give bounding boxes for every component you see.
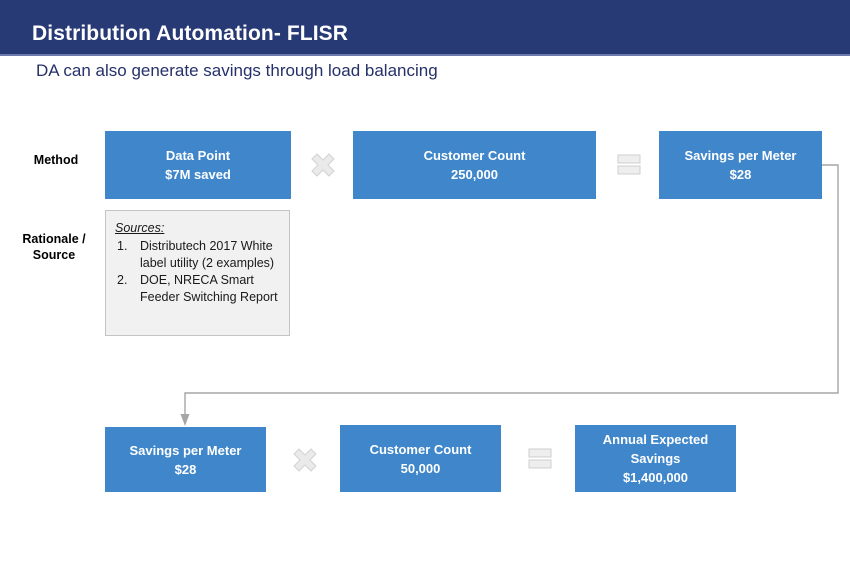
box-customer-count-top[interactable]: Customer Count 250,000 [353, 131, 596, 199]
box-savings-per-meter-top-title: Savings per Meter [684, 148, 797, 163]
box-customer-count-bottom[interactable]: Customer Count 50,000 [340, 425, 501, 492]
equals-icon-bottom [523, 444, 557, 474]
box-customer-count-top-value: 250,000 [451, 167, 498, 182]
box-data-point-value: $7M saved [165, 167, 231, 182]
box-annual-expected-savings-line1: Annual Expected [602, 432, 709, 447]
sources-title: Sources: [115, 221, 165, 235]
box-annual-expected-savings[interactable]: Annual Expected Savings $1,400,000 [575, 425, 736, 492]
subtitle: DA can also generate savings through loa… [36, 61, 438, 80]
sources-list-item: 1. Distributech 2017 White label utility… [115, 238, 281, 271]
sources-item-number: 2. [117, 273, 128, 287]
row-label-rationale-line2: Source [32, 248, 76, 262]
header-underline [0, 54, 850, 56]
box-data-point[interactable]: Data Point $7M saved [105, 131, 291, 199]
multiply-icon-bottom [288, 443, 322, 477]
box-customer-count-bottom-title: Customer Count [369, 441, 472, 457]
box-savings-per-meter-bottom-title: Savings per Meter [129, 442, 242, 458]
sources-item-text: Distributech 2017 White label utility (2… [140, 239, 275, 270]
box-savings-per-meter-top[interactable]: Savings per Meter $28 [659, 131, 822, 199]
sources-list-item: 2. DOE, NRECA Smart Feeder Switching Rep… [115, 272, 281, 305]
box-annual-expected-savings-value: $1,400,000 [622, 470, 689, 485]
box-annual-expected-savings-line2: Savings [630, 451, 681, 466]
row-label-rationale: Rationale / Source [8, 231, 100, 263]
box-customer-count-top-title: Customer Count [423, 148, 526, 163]
sources-item-number: 1. [117, 239, 128, 253]
multiply-icon-top [306, 148, 340, 182]
equals-icon-top [612, 150, 646, 180]
header-banner [0, 0, 850, 54]
box-savings-per-meter-bottom-value: $28 [174, 461, 197, 477]
box-savings-per-meter-top-value: $28 [729, 167, 752, 182]
sources-item-text: DOE, NRECA Smart Feeder Switching Report [140, 273, 278, 304]
page-title: Distribution Automation- FLISR [32, 22, 349, 45]
box-savings-per-meter-bottom[interactable]: Savings per Meter $28 [105, 427, 266, 492]
sources-box: Sources: 1. Distributech 2017 White labe… [105, 210, 290, 336]
row-label-rationale-line1: Rationale / [22, 232, 86, 246]
box-customer-count-bottom-value: 50,000 [400, 460, 441, 476]
sources-list: 1. Distributech 2017 White label utility… [115, 238, 281, 305]
row-label-method: Method [33, 153, 79, 167]
box-data-point-title: Data Point [165, 148, 231, 163]
